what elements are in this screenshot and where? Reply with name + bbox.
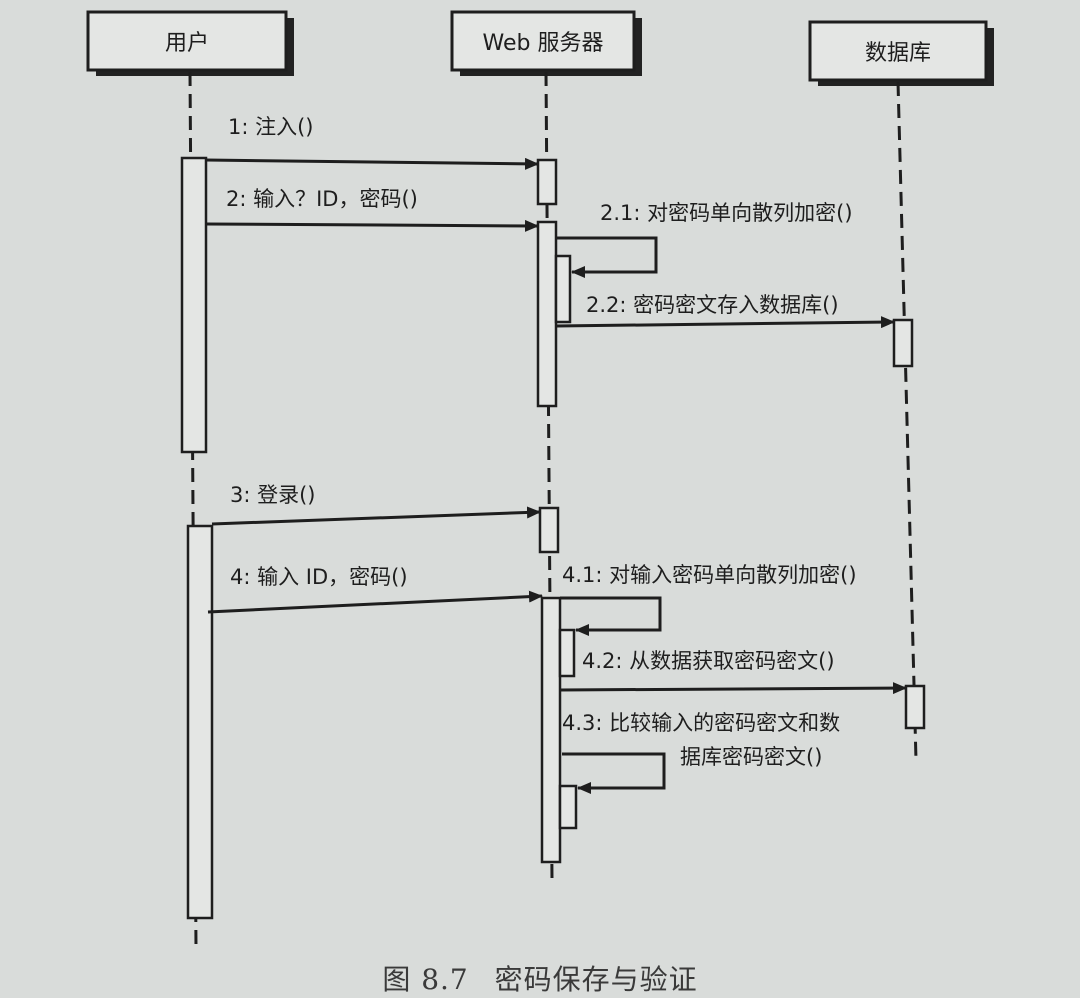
figure-number: 图 8.7 [382, 963, 469, 996]
lifeline-header-db: 数据库 [808, 20, 994, 86]
message-label-4-1: 4.1: 对输入密码单向散列加密() [562, 563, 857, 587]
lifeline-label-user: 用户 [165, 31, 209, 56]
message-arrow-1 [205, 157, 539, 170]
message-label-2: 2: 输入？ID，密码() [226, 187, 418, 211]
activation-web-2 [536, 220, 558, 408]
activation-db-1 [892, 318, 914, 368]
message-label-4-3-line1: 4.3: 比较输入的密码密文和数 [562, 711, 840, 735]
lifeline-db [896, 81, 918, 761]
message-label-2-1: 2.1: 对密码单向散列加密() [600, 201, 853, 225]
message-arrow-4 [207, 590, 543, 614]
message-label-3: 3: 登录() [230, 483, 316, 507]
message-label-4: 4: 输入 ID，密码() [230, 565, 408, 589]
lifeline-header-web: Web 服务器 [450, 10, 642, 76]
lifeline-header-user: 用户 [86, 10, 294, 76]
message-arrow-2-2 [555, 316, 895, 329]
activation-user-1 [180, 156, 208, 454]
self-call-4-1 [560, 596, 662, 636]
lifeline-label-db: 数据库 [865, 41, 931, 66]
activation-web-6 [558, 628, 576, 678]
activation-web-3 [554, 254, 572, 324]
message-label-4-3-line2: 据库密码密文() [680, 745, 822, 769]
message-arrow-3 [211, 506, 541, 526]
activation-user-2 [186, 524, 214, 920]
activation-web-7 [558, 784, 578, 830]
self-call-2-1 [556, 236, 658, 278]
lifeline-label-web: Web 服务器 [483, 31, 604, 56]
figure-title: 密码保存与验证 [494, 963, 698, 996]
activation-db-2 [904, 684, 926, 730]
figure-caption: 图 8.7 密码保存与验证 [0, 958, 1080, 998]
message-arrow-4-2 [559, 682, 907, 695]
message-arrow-2 [205, 219, 539, 232]
message-label-1: 1: 注入() [228, 115, 314, 139]
self-call-4-3 [562, 752, 666, 794]
message-label-2-2: 2.2: 密码密文存入数据库() [586, 293, 839, 317]
activation-web-1 [536, 158, 558, 206]
activation-web-4 [538, 506, 560, 554]
message-label-4-2: 4.2: 从数据获取密码密文() [582, 649, 835, 673]
activation-web-5 [540, 596, 562, 864]
